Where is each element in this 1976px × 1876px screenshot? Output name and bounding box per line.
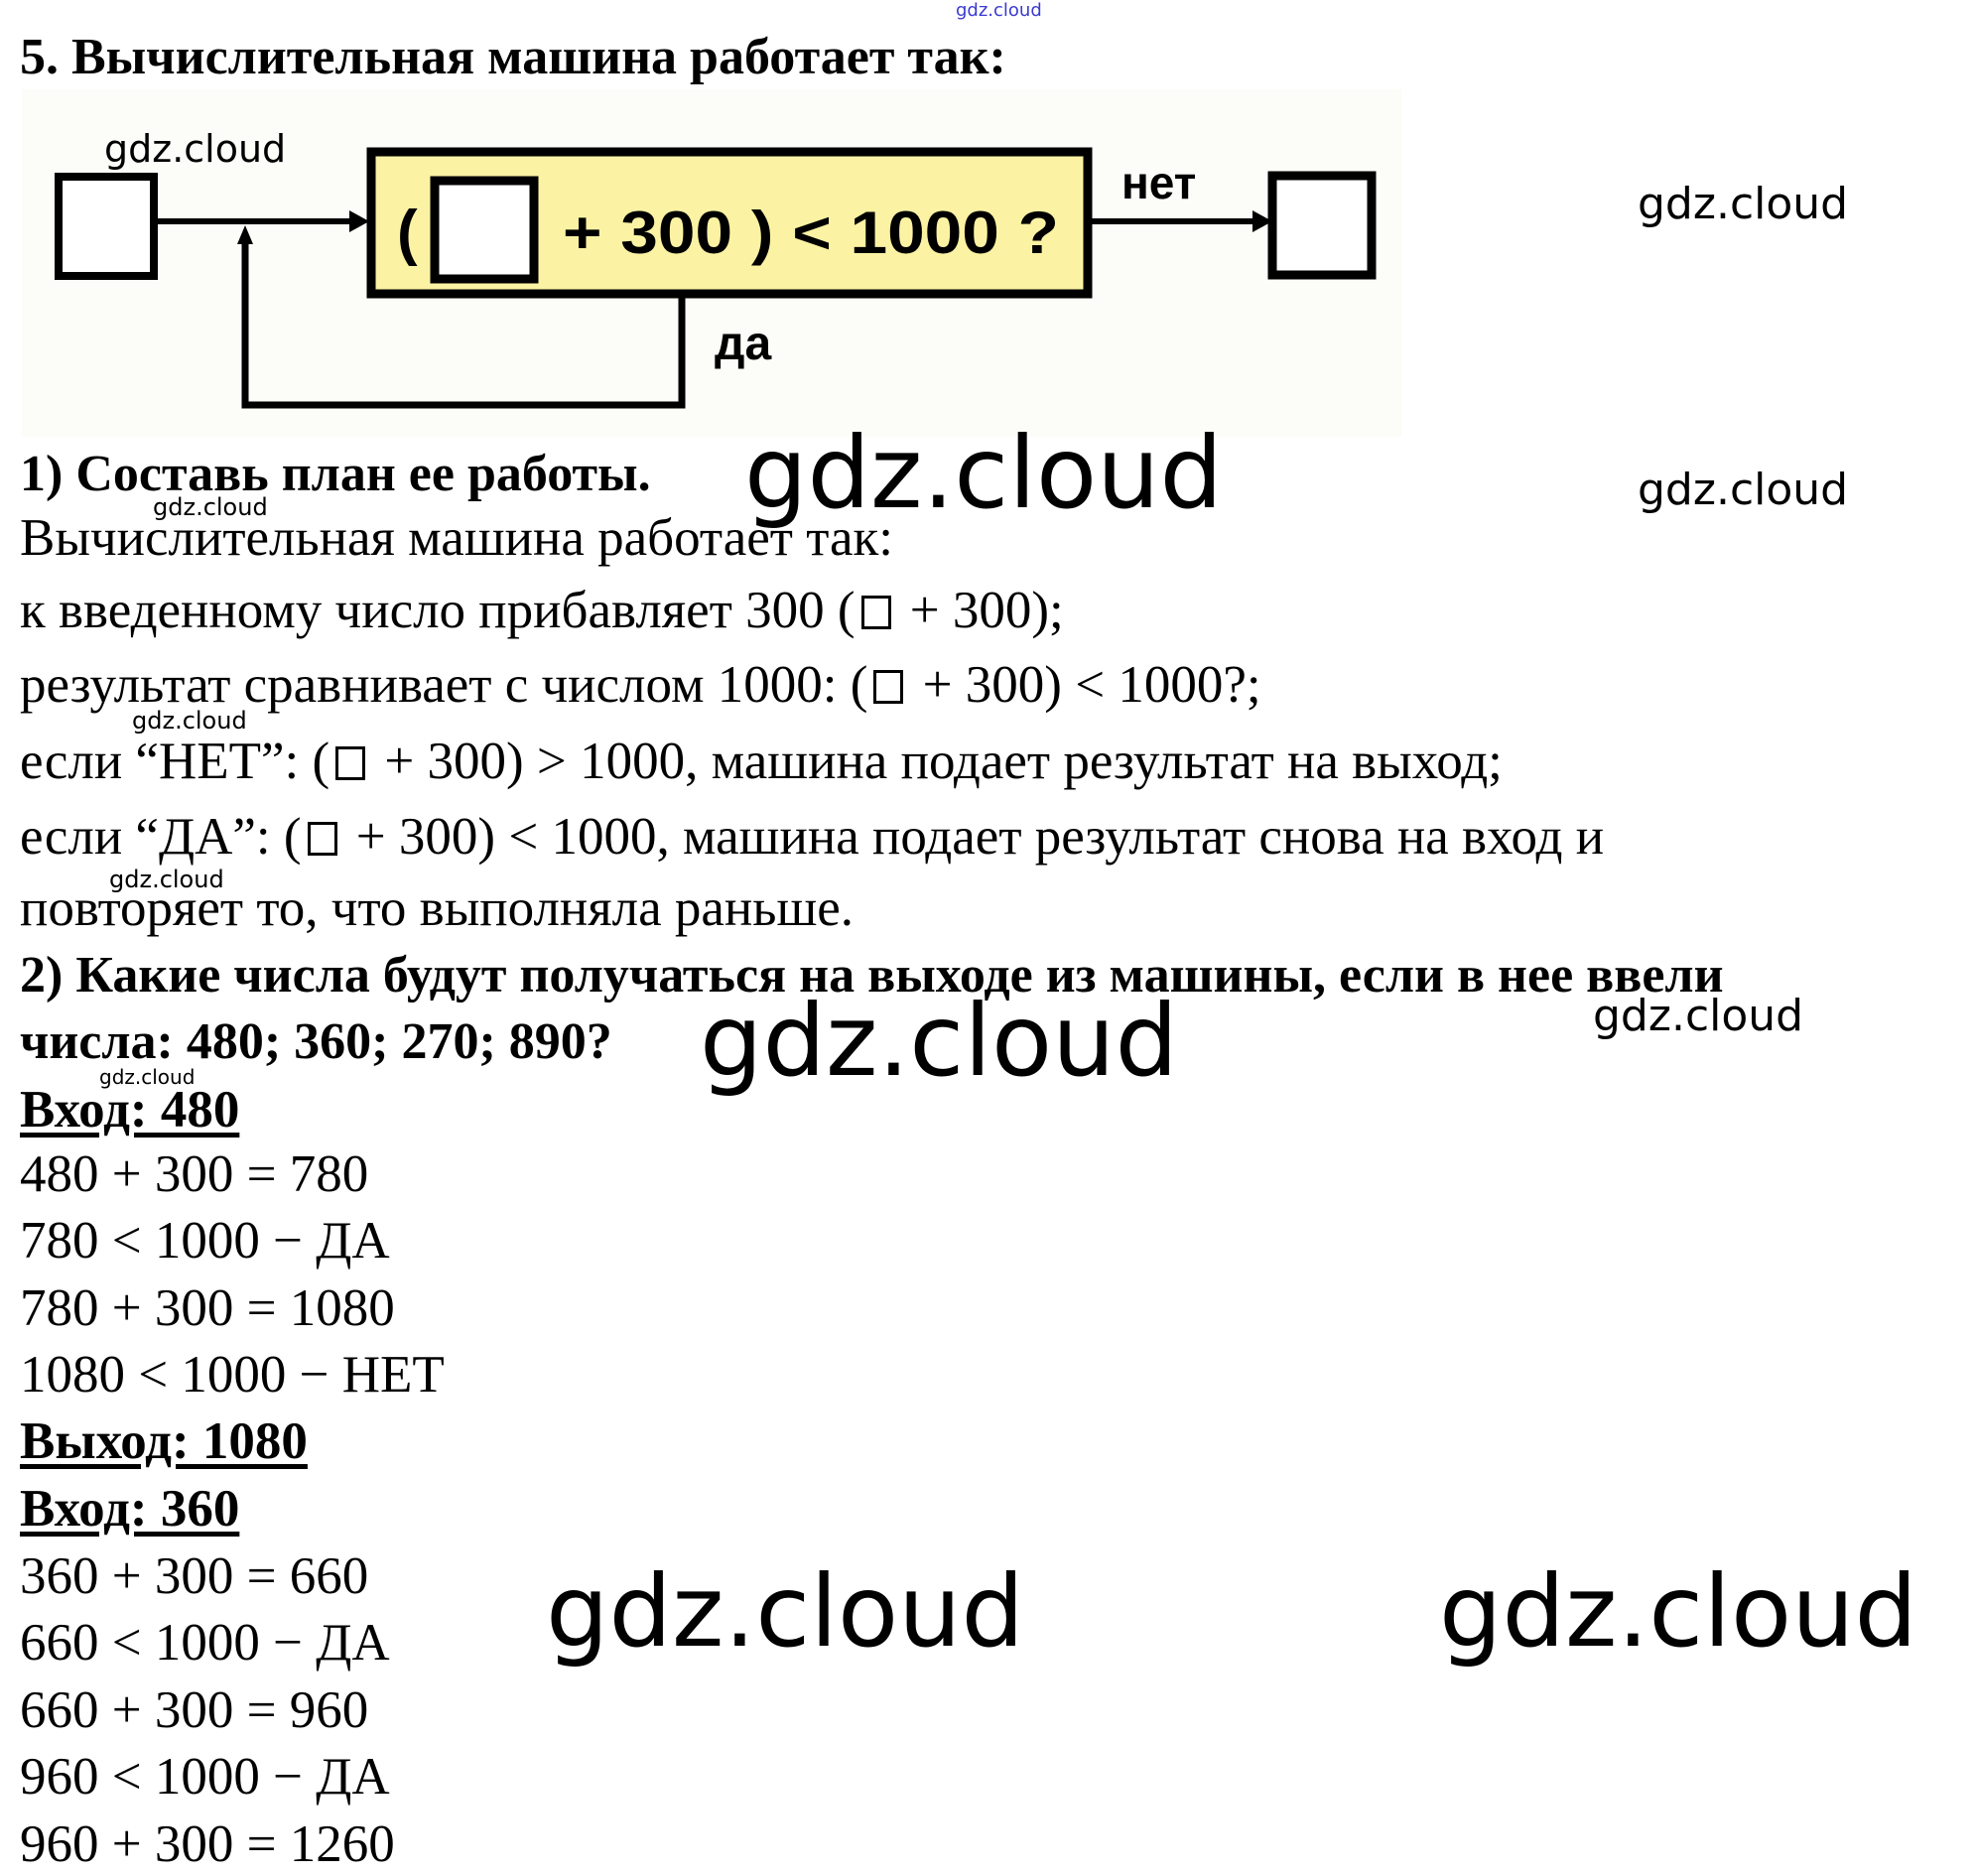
yes-loop-arrow-head xyxy=(237,225,253,244)
plan-line-text: Вычислительная машина работает так: xyxy=(20,509,894,567)
watermark: gdz.cloud xyxy=(546,1553,1025,1670)
watermark: gdz.cloud xyxy=(1638,179,1849,229)
watermark: gdz.cloud xyxy=(744,415,1224,531)
plan-line-text: результат сравнивает с числом 1000: ( xyxy=(20,656,868,714)
watermark: gdz.cloud xyxy=(99,1065,196,1089)
watermark: gdz.cloud xyxy=(153,493,268,521)
watermark: gdz.cloud xyxy=(132,707,247,735)
output-box xyxy=(1267,171,1377,280)
flow-diagram-svg: ( + 300 ) < 1000 ? нет да xyxy=(55,147,1377,409)
watermark: gdz.cloud xyxy=(1593,991,1804,1041)
plan-line-text: + 300) < 1000?; xyxy=(909,656,1261,714)
plan-line: результат сравнивает с числом 1000: ( + … xyxy=(20,655,1261,715)
plan-line-text: если “ДА”: ( xyxy=(20,808,302,866)
plan-line: если “ДА”: ( + 300) < 1000, машина подае… xyxy=(20,807,1604,867)
plan-line-text: повторяет то, что выполняла раньше. xyxy=(20,879,855,937)
expression-open-paren: ( xyxy=(397,199,418,267)
no-arrow-head xyxy=(1252,210,1272,232)
empty-box-icon xyxy=(335,746,366,780)
solution-step: 1080 < 1000 − НЕТ xyxy=(20,1346,445,1404)
question-1-title: 1) Составь план ее работы. xyxy=(20,446,651,502)
solution-step: 960 < 1000 − ДА xyxy=(20,1748,390,1806)
yes-loop-line xyxy=(241,238,686,409)
solution-input-label: Вход: 360 xyxy=(20,1480,240,1538)
question-2-title-line-2: числа: 480; 360; 270; 890? xyxy=(20,1013,612,1070)
solution-step: 960 + 300 = 1260 xyxy=(20,1815,395,1873)
solution-step: 660 + 300 = 960 xyxy=(20,1681,369,1739)
plan-line-text: + 300) > 1000, машина подает результат н… xyxy=(371,733,1503,790)
watermark: gdz.cloud xyxy=(700,983,1179,1099)
task-title: 5. Вычислительная машина работает так: xyxy=(20,29,1006,85)
solution-output-label: Выход: 1080 xyxy=(20,1412,308,1470)
plan-line-text: к введенному число прибавляет 300 ( xyxy=(20,582,856,639)
label-yes: да xyxy=(715,318,771,370)
watermark-top: gdz.cloud xyxy=(956,0,1042,21)
input-arrow-head xyxy=(349,210,369,232)
input-box xyxy=(55,173,158,280)
empty-box-icon xyxy=(307,822,337,856)
plan-line: если “НЕТ”: ( + 300) > 1000, машина пода… xyxy=(20,732,1503,791)
plan-line: повторяет то, что выполняла раньше. xyxy=(20,878,854,938)
solution-step: 780 + 300 = 1080 xyxy=(20,1279,395,1337)
plan-line-text: + 300) < 1000, машина подает результат с… xyxy=(342,808,1605,866)
solution-step: 480 + 300 = 780 xyxy=(20,1145,369,1203)
empty-box-icon xyxy=(873,670,904,704)
solution-input-label: Вход: 480 xyxy=(20,1081,240,1139)
plan-line: к введенному число прибавляет 300 ( + 30… xyxy=(20,581,1064,640)
solution-step: 780 < 1000 − ДА xyxy=(20,1212,390,1270)
watermark: gdz.cloud xyxy=(1638,465,1849,515)
question-2-title-line-1: 2) Какие числа будут получаться на выход… xyxy=(20,947,1724,1004)
label-no: нет xyxy=(1121,157,1196,208)
watermark: gdz.cloud xyxy=(104,127,287,171)
operand-box xyxy=(430,176,539,284)
empty-box-icon xyxy=(860,596,891,629)
flow-diagram: ( + 300 ) < 1000 ? нет да xyxy=(22,89,1401,437)
solution-step: 660 < 1000 − ДА xyxy=(20,1614,390,1672)
expression-text: + 300 ) < 1000 ? xyxy=(563,200,1059,266)
watermark: gdz.cloud xyxy=(1439,1553,1918,1670)
solution-step: 360 + 300 = 660 xyxy=(20,1547,369,1605)
plan-line-text: + 300); xyxy=(896,582,1064,639)
plan-line: Вычислительная машина работает так: xyxy=(20,508,893,568)
watermark: gdz.cloud xyxy=(109,866,224,893)
plan-line-text: если “НЕТ”: ( xyxy=(20,733,330,790)
